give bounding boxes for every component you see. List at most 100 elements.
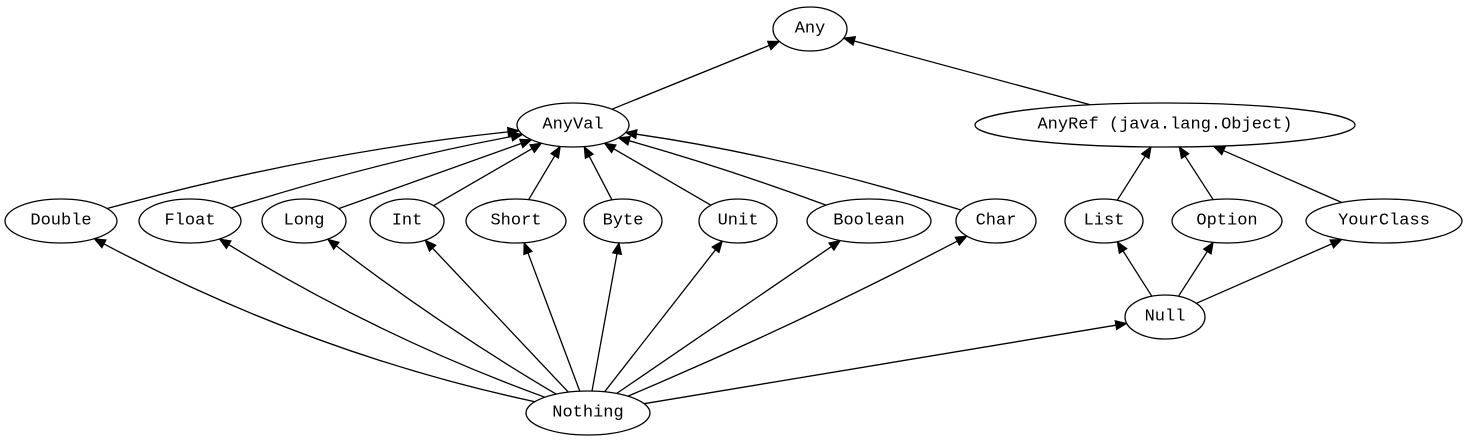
node-nothing: Nothing xyxy=(525,390,651,436)
edge-line xyxy=(231,135,512,209)
edge-option-to-anyref xyxy=(1178,145,1214,201)
arrowhead-icon xyxy=(1178,145,1190,160)
edge-list-to-anyref xyxy=(1116,145,1152,201)
arrowhead-icon xyxy=(424,239,437,253)
edge-short-to-anyval xyxy=(528,145,561,201)
edge-nothing-to-unit xyxy=(604,240,724,393)
edge-char-to-anyval xyxy=(624,129,962,211)
arrowhead-icon xyxy=(218,238,232,250)
edge-line xyxy=(338,142,522,210)
node-long-label: Long xyxy=(284,212,325,231)
edges xyxy=(93,36,1344,405)
edge-line xyxy=(103,243,536,403)
node-short-label: Short xyxy=(490,212,541,231)
edge-line xyxy=(636,133,962,211)
edge-byte-to-anyval xyxy=(583,145,613,201)
node-any: Any xyxy=(772,6,848,52)
node-double-label: Double xyxy=(30,212,91,231)
edge-line xyxy=(627,240,958,397)
arrowhead-icon xyxy=(611,241,623,256)
edge-float-to-anyval xyxy=(231,131,524,209)
edge-null-to-list xyxy=(1116,240,1153,297)
arrowhead-icon xyxy=(518,138,533,149)
edge-line xyxy=(1177,251,1208,297)
edge-int-to-anyval xyxy=(433,142,543,207)
edge-line xyxy=(604,249,717,393)
edge-line xyxy=(1223,150,1343,204)
edge-long-to-anyval xyxy=(338,138,533,210)
arrowhead-icon xyxy=(326,238,340,251)
node-byte: Byte xyxy=(583,198,663,244)
edge-nothing-to-boolean xyxy=(616,239,842,395)
edge-nothing-to-long xyxy=(326,238,557,395)
edge-nothing-to-byte xyxy=(591,241,623,392)
arrowhead-icon xyxy=(93,238,107,249)
arrowhead-icon xyxy=(842,36,857,47)
edge-line xyxy=(433,148,533,207)
edge-line xyxy=(616,246,832,395)
node-byte-label: Byte xyxy=(603,212,644,231)
node-char-label: Char xyxy=(976,212,1017,231)
node-unit-label: Unit xyxy=(718,212,759,231)
edge-nothing-to-short xyxy=(523,241,581,392)
arrowhead-icon xyxy=(1116,240,1128,255)
edge-line xyxy=(527,252,581,392)
edge-nothing-to-null xyxy=(643,320,1128,405)
node-anyval-label: AnyVal xyxy=(542,116,603,135)
node-unit: Unit xyxy=(698,198,778,244)
edge-anyval-to-any xyxy=(611,40,781,110)
edge-line xyxy=(228,244,546,398)
arrowhead-icon xyxy=(1140,145,1152,160)
node-null-label: Null xyxy=(1145,308,1186,327)
edge-null-to-option xyxy=(1177,241,1214,297)
arrowhead-icon xyxy=(528,142,543,154)
node-char: Char xyxy=(955,198,1037,244)
node-any-label: Any xyxy=(795,20,826,39)
node-list: List xyxy=(1064,198,1144,244)
edge-nothing-to-char xyxy=(627,235,969,397)
node-yourclass-label: YourClass xyxy=(1338,212,1430,231)
edge-unit-to-anyval xyxy=(603,142,712,206)
arrowhead-icon xyxy=(523,241,534,256)
edge-double-to-anyval xyxy=(106,126,521,210)
edge-line xyxy=(1196,243,1332,304)
node-option-label: Option xyxy=(1196,212,1257,231)
node-nothing-label: Nothing xyxy=(552,404,623,423)
node-float-label: Float xyxy=(164,212,215,231)
nodes: Any AnyVal AnyRef (java.lang.Object) Dou… xyxy=(4,6,1463,436)
edge-line xyxy=(1122,250,1153,297)
node-boolean-label: Boolean xyxy=(833,212,904,231)
node-option: Option xyxy=(1171,198,1283,244)
edge-nothing-to-float xyxy=(218,238,546,398)
arrowhead-icon xyxy=(624,129,638,140)
arrowhead-icon xyxy=(1329,238,1344,249)
arrowhead-icon xyxy=(583,145,595,160)
edge-line xyxy=(588,155,613,201)
node-float: Float xyxy=(138,198,242,244)
node-yourclass: YourClass xyxy=(1305,198,1463,244)
edge-boolean-to-anyval xyxy=(617,135,827,206)
node-anyref: AnyRef (java.lang.Object) xyxy=(974,102,1356,148)
edge-nothing-to-int xyxy=(424,239,569,393)
node-boolean: Boolean xyxy=(806,198,932,244)
edge-null-to-yourclass xyxy=(1196,238,1344,304)
edge-line xyxy=(1184,155,1214,201)
edge-line xyxy=(629,140,827,206)
node-long: Long xyxy=(261,198,347,244)
arrowhead-icon xyxy=(1114,320,1128,331)
arrowhead-icon xyxy=(711,240,724,254)
edge-line xyxy=(106,131,509,210)
arrowhead-icon xyxy=(954,235,969,247)
edge-line xyxy=(611,44,770,110)
edge-line xyxy=(1116,155,1146,201)
edge-line xyxy=(613,148,712,206)
edge-line xyxy=(432,247,569,393)
edge-line xyxy=(528,155,556,201)
node-anyref-label: AnyRef (java.lang.Object) xyxy=(1037,116,1292,135)
arrowhead-icon xyxy=(1212,145,1227,156)
arrowhead-icon xyxy=(603,142,617,154)
edge-line xyxy=(854,40,1091,106)
node-int-label: Int xyxy=(392,212,423,231)
edge-line xyxy=(643,324,1117,405)
